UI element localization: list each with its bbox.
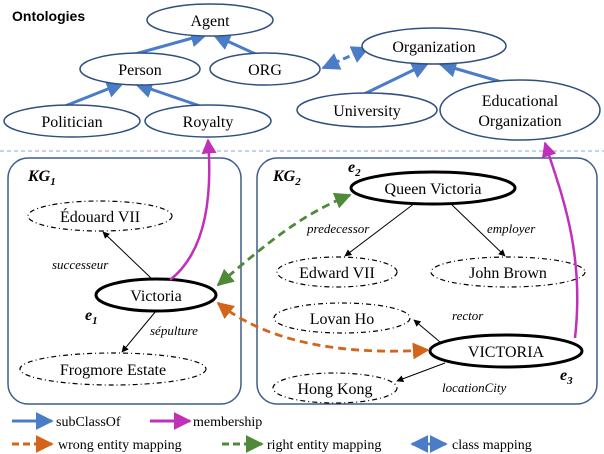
legend-right-mapping-label: right entity mapping (267, 438, 381, 453)
kg2-node-hong-kong: Hong Kong (272, 372, 398, 404)
kg2-edge-employer (449, 202, 506, 257)
kg2-node-hong-kong-label: Hong Kong (297, 381, 372, 398)
legend: subClassOf membership wrong entity mappi… (12, 412, 532, 453)
kg2-node-victoria-caps: VICTORIA (428, 333, 584, 369)
legend-membership: membership (150, 412, 262, 430)
edge-politician-person (64, 80, 125, 108)
node-educational-organization: Educational Organization (439, 79, 601, 141)
node-royalty-label: Royalty (183, 114, 234, 131)
kg2-node-lovan-ho-label: Lovan Ho (310, 311, 374, 328)
kg2-node-queen-victoria-label: Queen Victoria (385, 181, 482, 198)
kg2-edge-predecessor-label: predecessor (306, 221, 370, 236)
kg1-edge-successeur (102, 231, 153, 280)
membership-victoria-royalty (169, 138, 217, 281)
kg2-node-john-brown-label: John Brown (469, 265, 547, 282)
kg2-node-john-brown: John Brown (430, 256, 586, 288)
node-royalty: Royalty (144, 104, 272, 138)
legend-subclassof: subClassOf (12, 412, 121, 430)
node-org: ORG (209, 52, 321, 86)
node-eduorg-label-line1: Educational (482, 93, 559, 110)
kg2-edge-locationcity (396, 362, 446, 383)
legend-subclassof-label: subClassOf (56, 415, 121, 430)
kg2-entity3-label: e3 (560, 367, 573, 387)
node-university: University (296, 92, 438, 128)
edge-class-mapping (321, 46, 370, 70)
kg1-node-edouard: Édouard VII (27, 200, 173, 232)
edge-org-agent (212, 33, 261, 58)
node-organization-label: Organization (392, 39, 475, 56)
right-mapping-victoria-queen (216, 192, 352, 287)
edge-eduorg-organization (438, 59, 506, 85)
node-person: Person (79, 52, 201, 86)
node-org-label: ORG (248, 62, 282, 79)
node-eduorg-label-line2: Organization (478, 113, 561, 130)
ontology-edges (64, 29, 506, 108)
kg1-node-victoria: Victoria (94, 277, 218, 313)
kg1-edge-sepulture (121, 310, 157, 353)
legend-wrong-mapping-label: wrong entity mapping (58, 438, 182, 453)
node-politician-label: Politician (41, 114, 102, 131)
kg2-node-edward: Edward VII (276, 256, 398, 288)
node-organization: Organization (361, 27, 507, 65)
kg1-edge-sepulture-label: sépulture (150, 323, 198, 338)
node-agent-label: Agent (190, 13, 230, 30)
kg2-edge-rector-label: rector (452, 308, 484, 323)
node-university-label: University (333, 103, 401, 120)
kg1-edge-successeur-label: successeur (52, 257, 109, 272)
kg2-node-queen-victoria: Queen Victoria (349, 170, 517, 206)
kg2-node-lovan-ho: Lovan Ho (273, 302, 411, 334)
kg1-panel: KG1 successeur sépulture Édouard VII Vic… (7, 157, 242, 405)
legend-class-mapping-label: class mapping (452, 438, 532, 453)
wrong-mapping-victoria-victoria (216, 301, 430, 360)
edge-royalty-person (134, 80, 201, 108)
membership-victoria-eduorg (541, 141, 579, 339)
legend-membership-label: membership (193, 415, 262, 430)
ontologies-title: Ontologies (12, 8, 85, 24)
kg2-panel: KG2 predecessor employer rector location… (256, 157, 598, 405)
kg1-node-edouard-label: Édouard VII (60, 207, 140, 226)
kg2-node-victoria-caps-label: VICTORIA (468, 344, 545, 361)
kg2-edge-locationcity-label: locationCity (442, 380, 507, 395)
node-politician: Politician (3, 104, 141, 138)
kg2-edge-rector (413, 319, 441, 343)
kg1-label: KG1 (27, 168, 56, 188)
node-person-label: Person (118, 62, 162, 79)
kg2-label: KG2 (272, 168, 301, 188)
kg2-node-edward-label: Edward VII (299, 265, 375, 282)
legend-class-mapping: class mapping (410, 435, 532, 453)
legend-right-mapping: right entity mapping (222, 435, 381, 453)
kg1-node-victoria-label: Victoria (130, 288, 181, 305)
kg2-edge-predecessor (344, 202, 416, 257)
edge-university-organization (361, 61, 430, 97)
legend-wrong-mapping: wrong entity mapping (12, 435, 182, 453)
ontology-nodes: Agent Person ORG Organization Politician… (3, 3, 601, 141)
kg1-entity-label: e1 (85, 307, 98, 327)
kg2-entity2-label: e2 (348, 159, 361, 179)
kg1-node-frogmore-label: Frogmore Estate (60, 362, 166, 379)
kg2-edge-employer-label: employer (487, 221, 536, 236)
node-agent: Agent (146, 3, 274, 37)
kg1-node-frogmore: Frogmore Estate (19, 352, 207, 386)
